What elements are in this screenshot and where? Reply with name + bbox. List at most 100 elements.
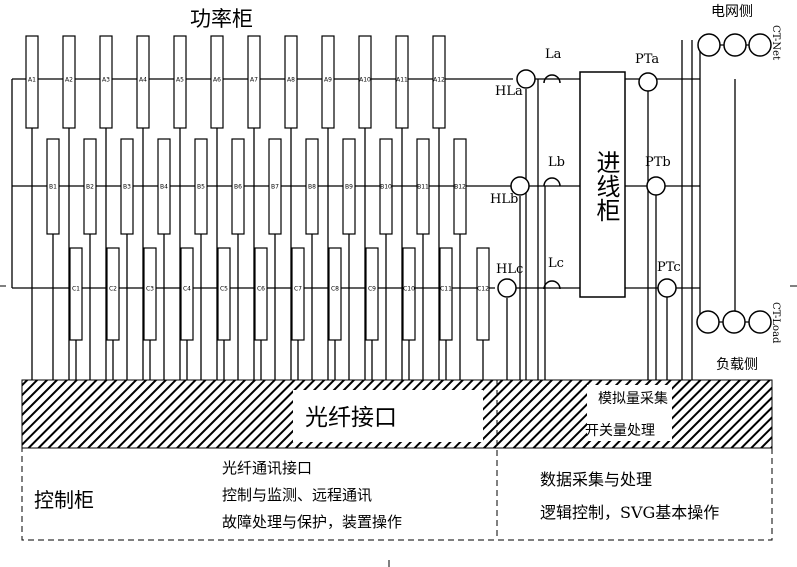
ct-load-coil bbox=[696, 310, 720, 334]
module-label: A8 bbox=[287, 77, 295, 84]
module-label: A10 bbox=[359, 77, 371, 84]
inductor-coil bbox=[543, 74, 561, 84]
module-C2 bbox=[106, 247, 120, 341]
inductor-label-b: Lb bbox=[548, 155, 565, 170]
power-cabinet-title: 功率柜 bbox=[190, 7, 253, 31]
filter-capacitor bbox=[510, 176, 530, 196]
module-B6 bbox=[231, 138, 245, 235]
module-label: A1 bbox=[28, 77, 36, 84]
module-A8 bbox=[284, 35, 298, 129]
filter-capacitor bbox=[497, 278, 517, 298]
filter-label-c: HLc bbox=[496, 262, 524, 277]
module-label: A6 bbox=[213, 77, 221, 84]
module-label: B7 bbox=[271, 184, 279, 191]
module-label: A3 bbox=[102, 77, 110, 84]
control-left-line-1: 光纤通讯接口 bbox=[222, 459, 313, 477]
module-A9 bbox=[321, 35, 335, 129]
analog-io-box bbox=[587, 385, 672, 441]
module-label: C3 bbox=[146, 286, 154, 293]
module-C6 bbox=[254, 247, 268, 341]
ct-net-coil bbox=[723, 33, 747, 57]
module-B11 bbox=[416, 138, 430, 235]
module-label: B6 bbox=[234, 184, 242, 191]
module-label: C5 bbox=[220, 286, 228, 293]
module-C8 bbox=[328, 247, 342, 341]
module-label: B10 bbox=[380, 184, 392, 191]
module-C4 bbox=[180, 247, 194, 341]
module-C11 bbox=[439, 247, 453, 341]
module-label: B2 bbox=[86, 184, 94, 191]
module-label: A11 bbox=[396, 77, 408, 84]
grid-side-label: 电网侧 bbox=[711, 4, 753, 20]
inductor-coil bbox=[543, 280, 561, 290]
module-A11 bbox=[395, 35, 409, 129]
control-left-line-2: 控制与监测、远程通讯 bbox=[222, 486, 373, 504]
module-label: A2 bbox=[65, 77, 73, 84]
module-A6 bbox=[210, 35, 224, 129]
inductor-coil bbox=[543, 177, 561, 187]
incoming-cabinet-label: 进线柜 bbox=[592, 150, 620, 222]
module-B7 bbox=[268, 138, 282, 235]
module-B12 bbox=[453, 138, 467, 235]
control-cabinet-title: 控制柜 bbox=[34, 488, 94, 512]
control-left-line-3: 故障处理与保护，装置操作 bbox=[222, 513, 403, 531]
incoming-cabinet-box bbox=[579, 71, 626, 298]
module-A5 bbox=[173, 35, 187, 129]
switch-process-label: 开关量处理 bbox=[585, 423, 655, 439]
analog-collect-label: 模拟量采集 bbox=[598, 391, 668, 407]
ct-net-coil bbox=[697, 33, 721, 57]
control-right-line-2: 逻辑控制，SVG基本操作 bbox=[540, 503, 720, 522]
fiber-interface-box bbox=[293, 390, 483, 442]
module-B8 bbox=[305, 138, 319, 235]
module-B1 bbox=[46, 138, 60, 235]
module-C5 bbox=[217, 247, 231, 341]
ct-net-coil bbox=[748, 33, 772, 57]
module-B5 bbox=[194, 138, 208, 235]
module-label: B8 bbox=[308, 184, 316, 191]
module-label: A12 bbox=[433, 77, 445, 84]
module-B10 bbox=[379, 138, 393, 235]
module-label: B4 bbox=[160, 184, 168, 191]
module-A10 bbox=[358, 35, 372, 129]
module-label: C2 bbox=[109, 286, 117, 293]
pt-transformer bbox=[657, 278, 677, 298]
module-label: B1 bbox=[49, 184, 57, 191]
filter-label-a: HLa bbox=[495, 84, 523, 99]
module-label: C7 bbox=[294, 286, 302, 293]
module-B2 bbox=[83, 138, 97, 235]
pt-label-a: PTa bbox=[635, 52, 660, 67]
pt-label-b: PTb bbox=[645, 155, 671, 170]
ct-load-coil bbox=[722, 310, 746, 334]
module-label: B11 bbox=[417, 184, 429, 191]
inductor-label-c: Lc bbox=[548, 256, 564, 271]
ct-load-label: CT-Load bbox=[770, 302, 781, 344]
module-label: B9 bbox=[345, 184, 353, 191]
ct-load-coil bbox=[748, 310, 772, 334]
module-C12 bbox=[476, 247, 490, 341]
pt-transformer bbox=[646, 176, 666, 196]
pt-label-c: PTc bbox=[657, 260, 681, 275]
module-label: C8 bbox=[331, 286, 339, 293]
module-C3 bbox=[143, 247, 157, 341]
module-C10 bbox=[402, 247, 416, 341]
module-label: C9 bbox=[368, 286, 376, 293]
module-label: C10 bbox=[403, 286, 415, 293]
ct-net-label: CT-Net bbox=[770, 25, 781, 61]
module-label: B12 bbox=[454, 184, 466, 191]
module-label: C11 bbox=[440, 286, 452, 293]
control-right-line-1: 数据采集与处理 bbox=[540, 470, 653, 489]
module-label: B3 bbox=[123, 184, 131, 191]
module-A4 bbox=[136, 35, 150, 129]
module-C1 bbox=[69, 247, 83, 341]
module-B3 bbox=[120, 138, 134, 235]
module-label: A4 bbox=[139, 77, 147, 84]
module-A12 bbox=[432, 35, 446, 129]
module-A2 bbox=[62, 35, 76, 129]
module-label: A5 bbox=[176, 77, 184, 84]
load-side-label: 负载侧 bbox=[716, 357, 758, 373]
module-B4 bbox=[157, 138, 171, 235]
inductor-label-a: La bbox=[545, 47, 562, 62]
module-A7 bbox=[247, 35, 261, 129]
